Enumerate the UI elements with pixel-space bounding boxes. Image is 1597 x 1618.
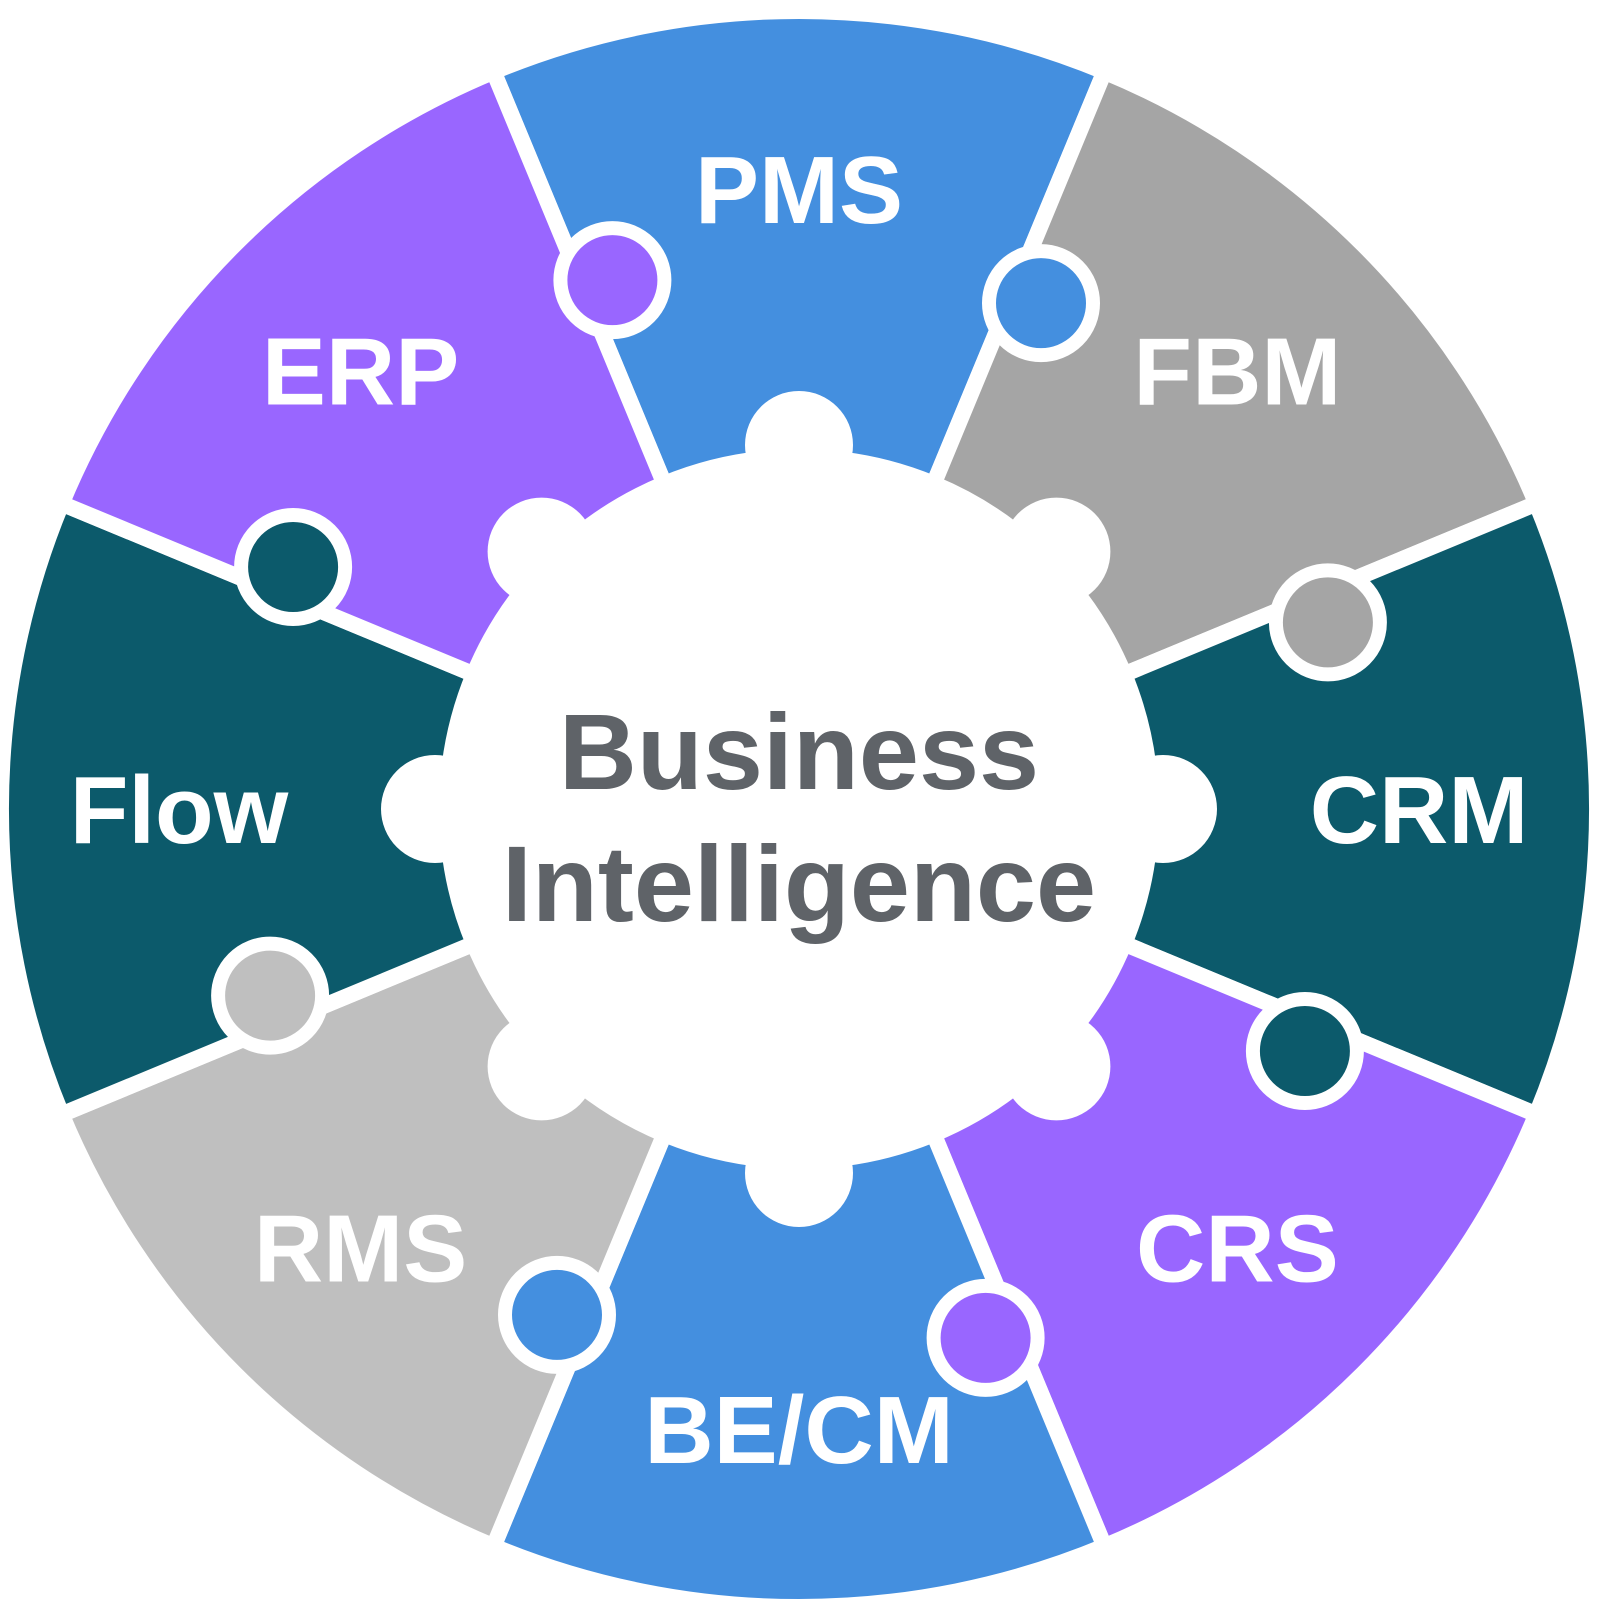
center-tab: [1002, 1012, 1111, 1121]
segment-label-rms: RMS: [254, 1195, 467, 1302]
center-tab: [1002, 497, 1111, 606]
segment-label-flow: Flow: [70, 757, 289, 864]
puzzle-knob-crs: [926, 1278, 1045, 1397]
center-title-line1: Business: [559, 691, 1039, 812]
puzzle-knob-rms: [211, 936, 330, 1055]
center-title-line2: Intelligence: [502, 823, 1096, 944]
puzzle-knob-fbm: [1268, 563, 1387, 682]
segment-label-pms: PMS: [695, 137, 903, 244]
puzzle-knob-becm: [498, 1255, 616, 1374]
center-tab: [1109, 755, 1217, 863]
puzzle-knob-pms: [982, 244, 1100, 363]
puzzle-knob-crm: [1245, 992, 1364, 1110]
segment-label-becm: BE/CM: [644, 1377, 953, 1484]
center-tab: [745, 391, 853, 499]
center-tab: [381, 755, 489, 863]
puzzle-knob-erp: [553, 221, 672, 340]
segment-label-fbm: FBM: [1133, 319, 1341, 426]
puzzle-knob-flow: [234, 508, 353, 626]
center-tab: [487, 1012, 596, 1121]
labels-layer: PMS FBM CRM CRS BE/CM RMS Flow ERP: [70, 137, 1529, 1484]
center-tab: [745, 1119, 853, 1227]
center-circle: [457, 467, 1141, 1151]
segment-label-erp: ERP: [262, 319, 459, 426]
segment-label-crm: CRM: [1310, 757, 1529, 864]
center-tab: [487, 497, 596, 606]
segment-label-crs: CRS: [1136, 1195, 1339, 1302]
